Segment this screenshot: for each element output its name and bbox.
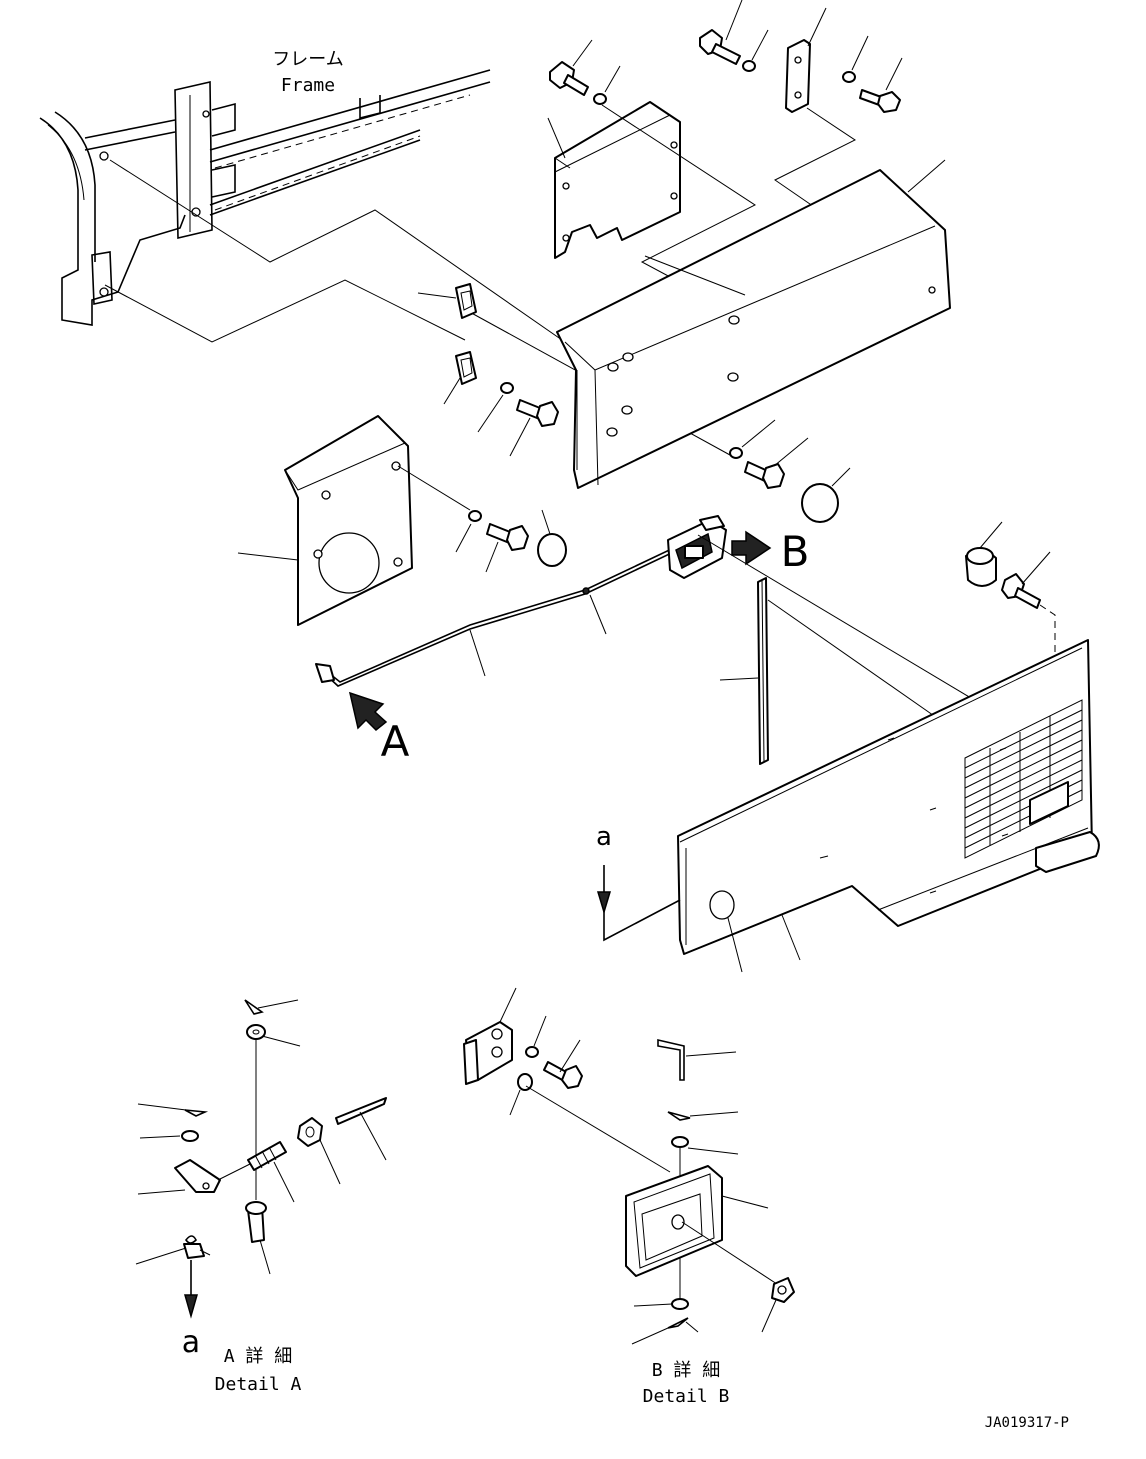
- plug-cap-right: [801, 483, 839, 523]
- detail-b-title-en: Detail B: [643, 1386, 730, 1407]
- clip-lower: [455, 351, 477, 385]
- detail-b-callout: B: [781, 527, 810, 576]
- left-cover-plate: [284, 415, 413, 626]
- washer-top-1: [593, 93, 607, 105]
- bracket-top: [785, 39, 811, 113]
- washer-top-2: [742, 60, 756, 72]
- washer-top-3: [842, 71, 856, 83]
- detail-a-title-jp: A 詳 細: [224, 1346, 293, 1367]
- clip-upper: [455, 283, 477, 319]
- view-arrow-a-top-icon: [596, 891, 612, 915]
- view-arrow-a-bottom-icon: [184, 1294, 198, 1319]
- bolt-top-1: [549, 61, 589, 96]
- bolt-top-3: [859, 89, 901, 113]
- washer-mid-3: [729, 447, 743, 459]
- arrow-b-icon: [731, 530, 772, 566]
- detail-a-callout: A: [381, 717, 410, 766]
- upper-side-cover: [556, 169, 951, 489]
- frame-label-en: Frame: [281, 75, 335, 96]
- frame-label-jp: フレーム: [272, 49, 343, 70]
- drawing-number: JA019317-P: [985, 1415, 1069, 1431]
- door-louver: [964, 699, 1083, 859]
- bolt-mid-1: [516, 399, 559, 427]
- plug-cap-left: [537, 533, 567, 567]
- side-door-panel: [677, 639, 1100, 955]
- rubber-stopper: [965, 547, 997, 587]
- view-label-a-bottom: a: [182, 1325, 200, 1360]
- detail-b-group: [463, 987, 795, 1345]
- bolt-mid-3: [744, 461, 785, 489]
- bolt-mid-2: [486, 523, 529, 551]
- latch-handle-b: [667, 515, 727, 579]
- bolt-top-2: [699, 29, 741, 65]
- arrow-a-icon: [348, 691, 388, 732]
- detail-b-title-jp: B 詳 細: [652, 1360, 721, 1381]
- washer-mid-1: [500, 382, 514, 394]
- view-label-a-top: a: [596, 822, 612, 852]
- frame-assembly: [39, 69, 491, 326]
- detail-a-group: [135, 999, 387, 1319]
- detail-a-title-en: Detail A: [215, 1374, 302, 1395]
- weather-strip: [757, 577, 769, 765]
- washer-mid-2: [468, 510, 482, 522]
- bolt-right: [1001, 573, 1041, 609]
- top-small-cover: [554, 101, 681, 259]
